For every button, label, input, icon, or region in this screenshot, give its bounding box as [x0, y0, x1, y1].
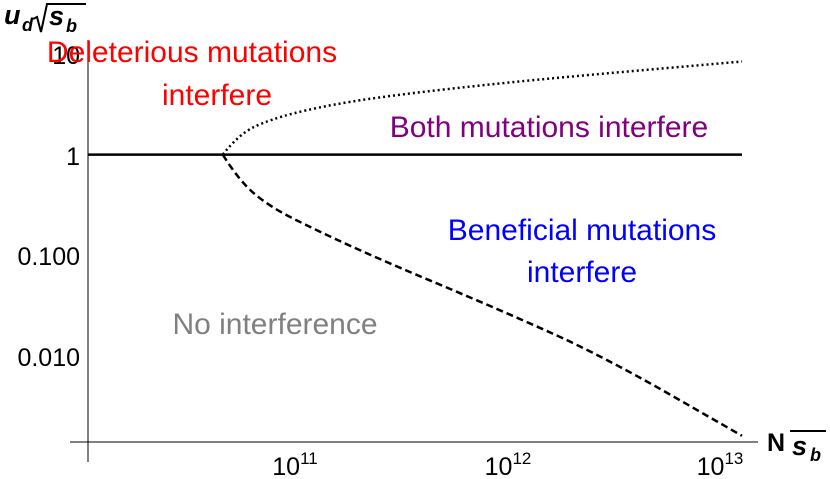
svg-text:b: b: [66, 16, 77, 36]
y-axis-title: u d s b: [4, 0, 86, 36]
series-line-dotted: [221, 60, 743, 156]
annotation-both: Both mutations interfere: [390, 111, 709, 144]
y-tick-label: 1: [66, 143, 80, 171]
series-group: [88, 60, 743, 437]
svg-text:s: s: [49, 1, 64, 31]
svg-text:N: N: [767, 429, 785, 457]
x-tick-label: 1013: [697, 449, 744, 479]
series-line-dashed: [221, 153, 743, 437]
svg-text:u: u: [4, 0, 21, 30]
y-tick-label: 10: [52, 42, 80, 70]
annotation-deleterious: Deleterious mutations: [47, 36, 337, 69]
x-tick-label: 1011: [272, 449, 317, 479]
sqrt-sign: [32, 3, 86, 33]
svg-text:b: b: [810, 445, 821, 465]
svg-text:s: s: [792, 431, 807, 461]
x-tick-label: 1012: [485, 449, 532, 479]
annotation-beneficial: Beneficial mutations: [448, 214, 716, 247]
annotation-no-interference: No interference: [172, 308, 377, 341]
annotation-beneficial-interfere: interfere: [527, 256, 637, 289]
svg-text:d: d: [22, 15, 34, 35]
y-tick-label: 0.100: [17, 243, 80, 271]
y-tick-label: 0.010: [17, 344, 80, 372]
annotation-deleterious-interfere: interfere: [162, 79, 272, 112]
x-axis-title: N s b: [767, 429, 826, 465]
